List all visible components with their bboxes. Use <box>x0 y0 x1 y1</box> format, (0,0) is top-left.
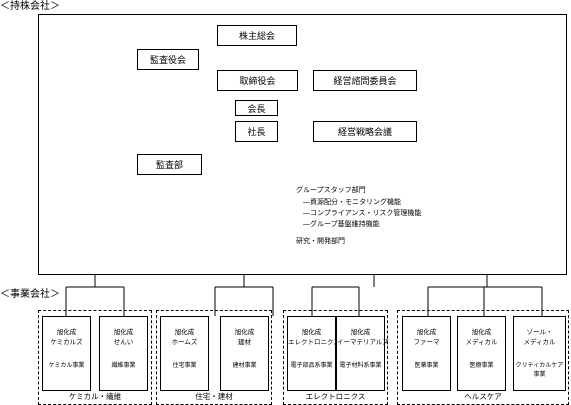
president-label: 社長 <box>247 128 266 138</box>
company-name: 旭化成ファーマ <box>413 328 440 346</box>
president-box: 社長 <box>235 121 278 142</box>
company-box: 旭化成せんい 繊維事業 <box>99 316 148 391</box>
operating-company-header: ＜事業会社＞ <box>0 289 60 300</box>
company-business: 繊維事業 <box>111 362 136 369</box>
staff-item: ―コンプライアンス・リスク管理機能 <box>303 209 422 217</box>
company-name: 旭化成イーマテリアルズ <box>337 328 389 346</box>
board-box: 取締役会 <box>217 70 298 91</box>
shareholders-meeting-label: 株主総会 <box>238 32 275 42</box>
company-name: 旭化成ケミカルズ <box>50 328 83 346</box>
company-box: 旭化成エレクトロニクス 電子部品系事業 <box>287 316 340 391</box>
company-name: 旭化成ホームズ <box>171 328 198 346</box>
segment-label: ケミカル・繊維 <box>68 392 122 401</box>
audit-committee-label: 監査役会 <box>149 56 186 66</box>
company-name: 旭化成せんい <box>113 328 134 346</box>
company-name: 旭化成建材 <box>234 328 255 346</box>
chairman-label: 会長 <box>247 104 266 115</box>
staff-item: ―資源配分・モニタリング機能 <box>303 198 401 206</box>
segment-label: エレクトロニクス <box>305 392 366 401</box>
company-business: ケミカル事業 <box>48 362 85 369</box>
company-box: 旭化成ホームズ 住宅事業 <box>160 316 209 391</box>
audit-dept-label: 監査部 <box>155 161 183 171</box>
company-box: 旭化成イーマテリアルズ 電子材料系事業 <box>336 316 389 391</box>
company-box: 旭化成ケミカルズ ケミカル事業 <box>42 316 91 391</box>
shareholders-meeting-box: 株主総会 <box>217 25 297 46</box>
audit-dept-box: 監査部 <box>137 154 202 175</box>
advisory-committee-label: 経営諮問委員会 <box>333 77 397 87</box>
company-business: 医療事業 <box>469 362 494 369</box>
company-box: 旭化成メディカル 医療事業 <box>457 316 506 391</box>
strategy-council-box: 経営戦略会議 <box>313 121 417 142</box>
company-box: ゾール・メディカル クリティカルケア事業 <box>513 316 566 391</box>
group-staff-title: グループスタッフ部門 <box>296 186 366 194</box>
segment-label: ヘルスケア <box>464 392 502 401</box>
rnd-label: 研究・開発部門 <box>296 237 345 245</box>
company-business: クリティカルケア事業 <box>515 362 564 378</box>
company-business: 建材事業 <box>232 362 257 369</box>
strategy-council-label: 経営戦略会議 <box>337 128 392 138</box>
board-label: 取締役会 <box>239 77 276 87</box>
chairman-box: 会長 <box>235 100 278 116</box>
advisory-committee-box: 経営諮問委員会 <box>313 70 417 91</box>
staff-item: ―グループ基盤維持機能 <box>303 220 380 228</box>
company-name: ゾール・メディカル <box>523 328 556 346</box>
company-business: 電子材料系事業 <box>339 362 382 369</box>
holding-company-header: ＜持株会社＞ <box>0 1 60 12</box>
company-business: 電子部品系事業 <box>290 362 333 369</box>
company-business: 医薬事業 <box>414 362 439 369</box>
holding-company-frame <box>38 14 567 275</box>
company-name: 旭化成エレクトロニクス <box>288 328 340 346</box>
company-box: 旭化成ファーマ 医薬事業 <box>402 316 451 391</box>
audit-committee-box: 監査役会 <box>137 49 199 70</box>
company-box: 旭化成建材 建材事業 <box>220 316 269 391</box>
company-business: 住宅事業 <box>172 362 197 369</box>
company-name: 旭化成メディカル <box>465 328 498 346</box>
segment-label: 住宅・建材 <box>195 392 233 401</box>
